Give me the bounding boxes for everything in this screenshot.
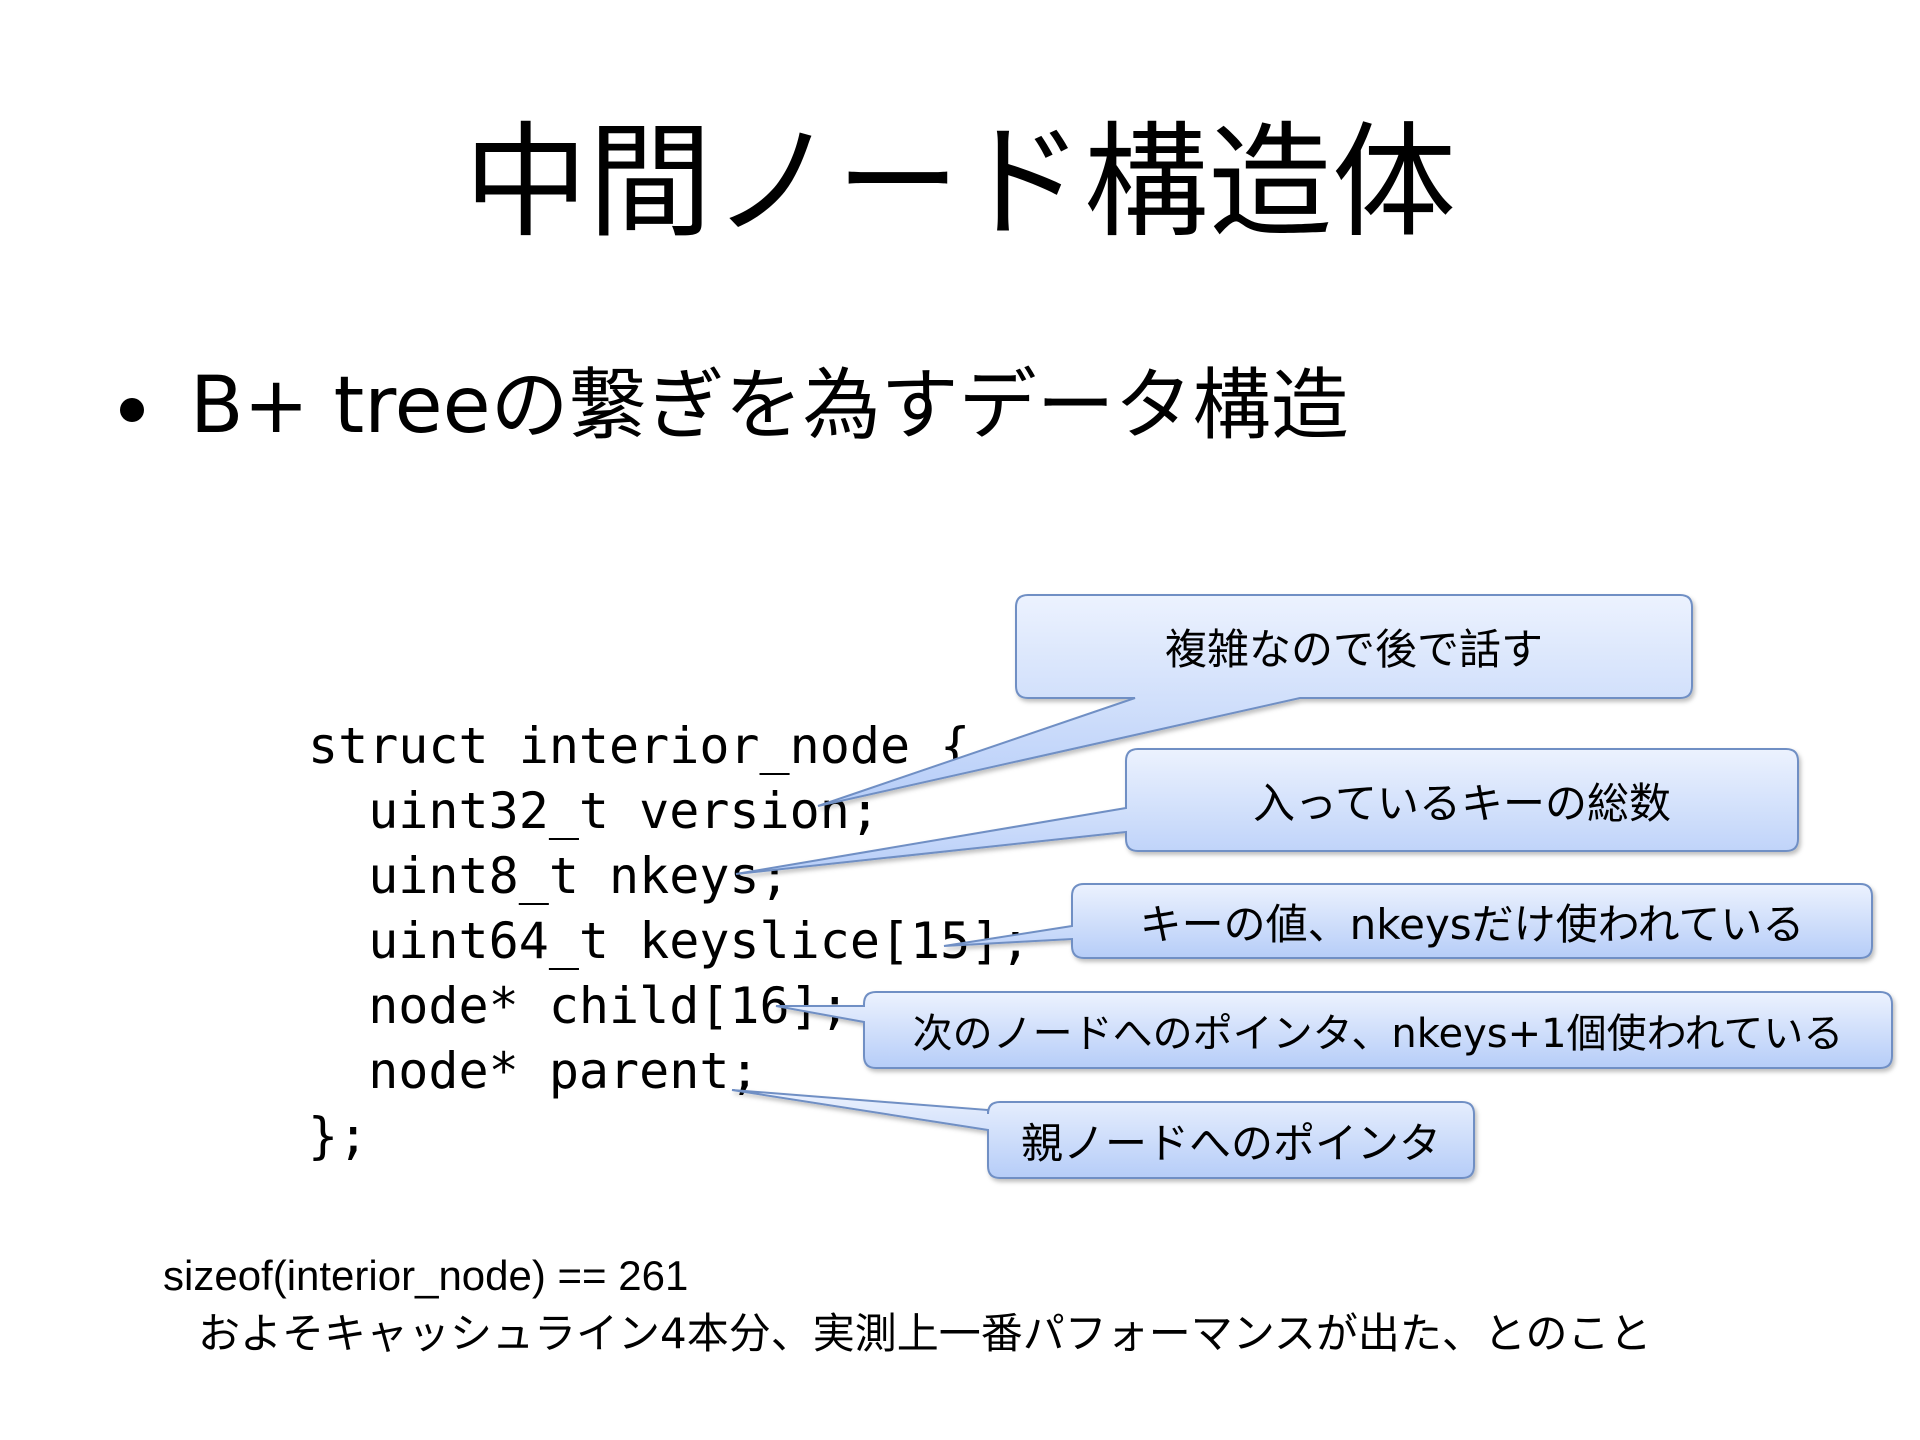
callout-keyslice-shape: [943, 883, 1873, 959]
callout-version-shape: [817, 594, 1693, 807]
code-line-version: uint32_t version;: [308, 782, 880, 840]
code-line-struct-close: };: [308, 1107, 369, 1165]
code-line-parent: node* parent;: [308, 1042, 760, 1100]
callout-parent-text: 親ノードへのポインタ: [1020, 1118, 1441, 1168]
code-line-child: node* child[16];: [308, 977, 850, 1035]
code-line-keyslice: uint64_t keyslice[15];: [308, 912, 1031, 970]
code-line-nkeys: uint8_t nkeys;: [308, 847, 790, 905]
code-line-struct-open: struct interior_node {: [308, 717, 971, 775]
callout-child-shape: [775, 991, 1893, 1069]
callout-child-text: 次のノードへのポインタ、nkeys+1個使われている: [912, 1011, 1844, 1057]
callout-parent-shape: [731, 1089, 1475, 1179]
code-block: struct interior_node { uint32_t version;…: [308, 714, 1030, 1169]
cache-line-note: およそキャッシュライン4本分、実測上一番パフォーマンスが出た、とのこと: [198, 1309, 1652, 1358]
callout-nkeys-shape: [735, 748, 1799, 875]
callout-keyslice-text: キーの値、nkeysだけ使われている: [1139, 899, 1805, 949]
slide-title: 中間ノード構造体: [463, 111, 1456, 255]
callout-nkeys-text: 入っているキーの総数: [1253, 778, 1671, 828]
sizeof-text: sizeof(interior_node) == 261: [163, 1252, 689, 1299]
callout-version-text: 複雑なので後で話す: [1164, 625, 1543, 674]
bullet-text: B+ treeの繋ぎを為すデータ構造: [190, 361, 1349, 451]
bullet-dot-icon: [120, 398, 144, 422]
